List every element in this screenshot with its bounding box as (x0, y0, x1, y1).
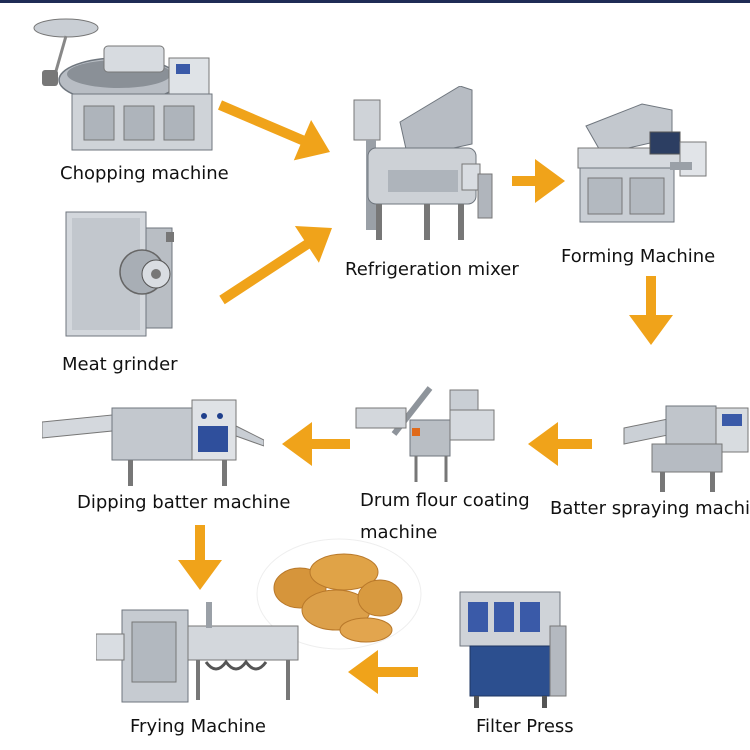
dipping-batter-machine-label: Dipping batter machine (77, 492, 291, 513)
refrigeration-mixer-label: Refrigeration mixer (345, 259, 519, 280)
frying-machine-label: Frying Machine (130, 716, 267, 737)
drum-flour-coating-label-line1: Drum flour coating (360, 490, 530, 511)
top-border (0, 0, 750, 3)
arrow-forming-to-spraying (629, 276, 673, 345)
frying-machine-image (96, 592, 306, 708)
arrow-grinder-to-mixer (219, 226, 332, 305)
chicken-nuggets-image (256, 538, 422, 650)
meat-grinder-label: Meat grinder (62, 354, 178, 375)
arrow-mixer-to-forming (512, 159, 565, 203)
forming-machine-image (572, 98, 708, 230)
forming-machine-label: Forming Machine (561, 246, 716, 267)
meat-grinder-image (62, 208, 182, 340)
chopping-machine-label: Chopping machine (60, 163, 229, 184)
drum-flour-coating-label-line2: machine (360, 522, 438, 543)
filter-press-image (452, 586, 570, 710)
chopping-machine-image (14, 8, 214, 158)
dipping-batter-machine-image (42, 396, 264, 490)
arrow-drum-to-dipping (282, 422, 350, 466)
drum-flour-coating-machine-image (354, 384, 506, 484)
arrow-chopping-to-mixer (218, 100, 330, 161)
arrow-filter-to-frying (348, 650, 418, 694)
batter-spraying-machine-label: Batter spraying machine (550, 498, 750, 519)
batter-spraying-machine-image (622, 398, 750, 494)
arrow-dipping-to-frying (178, 525, 222, 590)
arrow-spraying-to-drum (528, 422, 592, 466)
filter-press-label: Filter Press (476, 716, 574, 737)
refrigeration-mixer-image (348, 86, 496, 246)
